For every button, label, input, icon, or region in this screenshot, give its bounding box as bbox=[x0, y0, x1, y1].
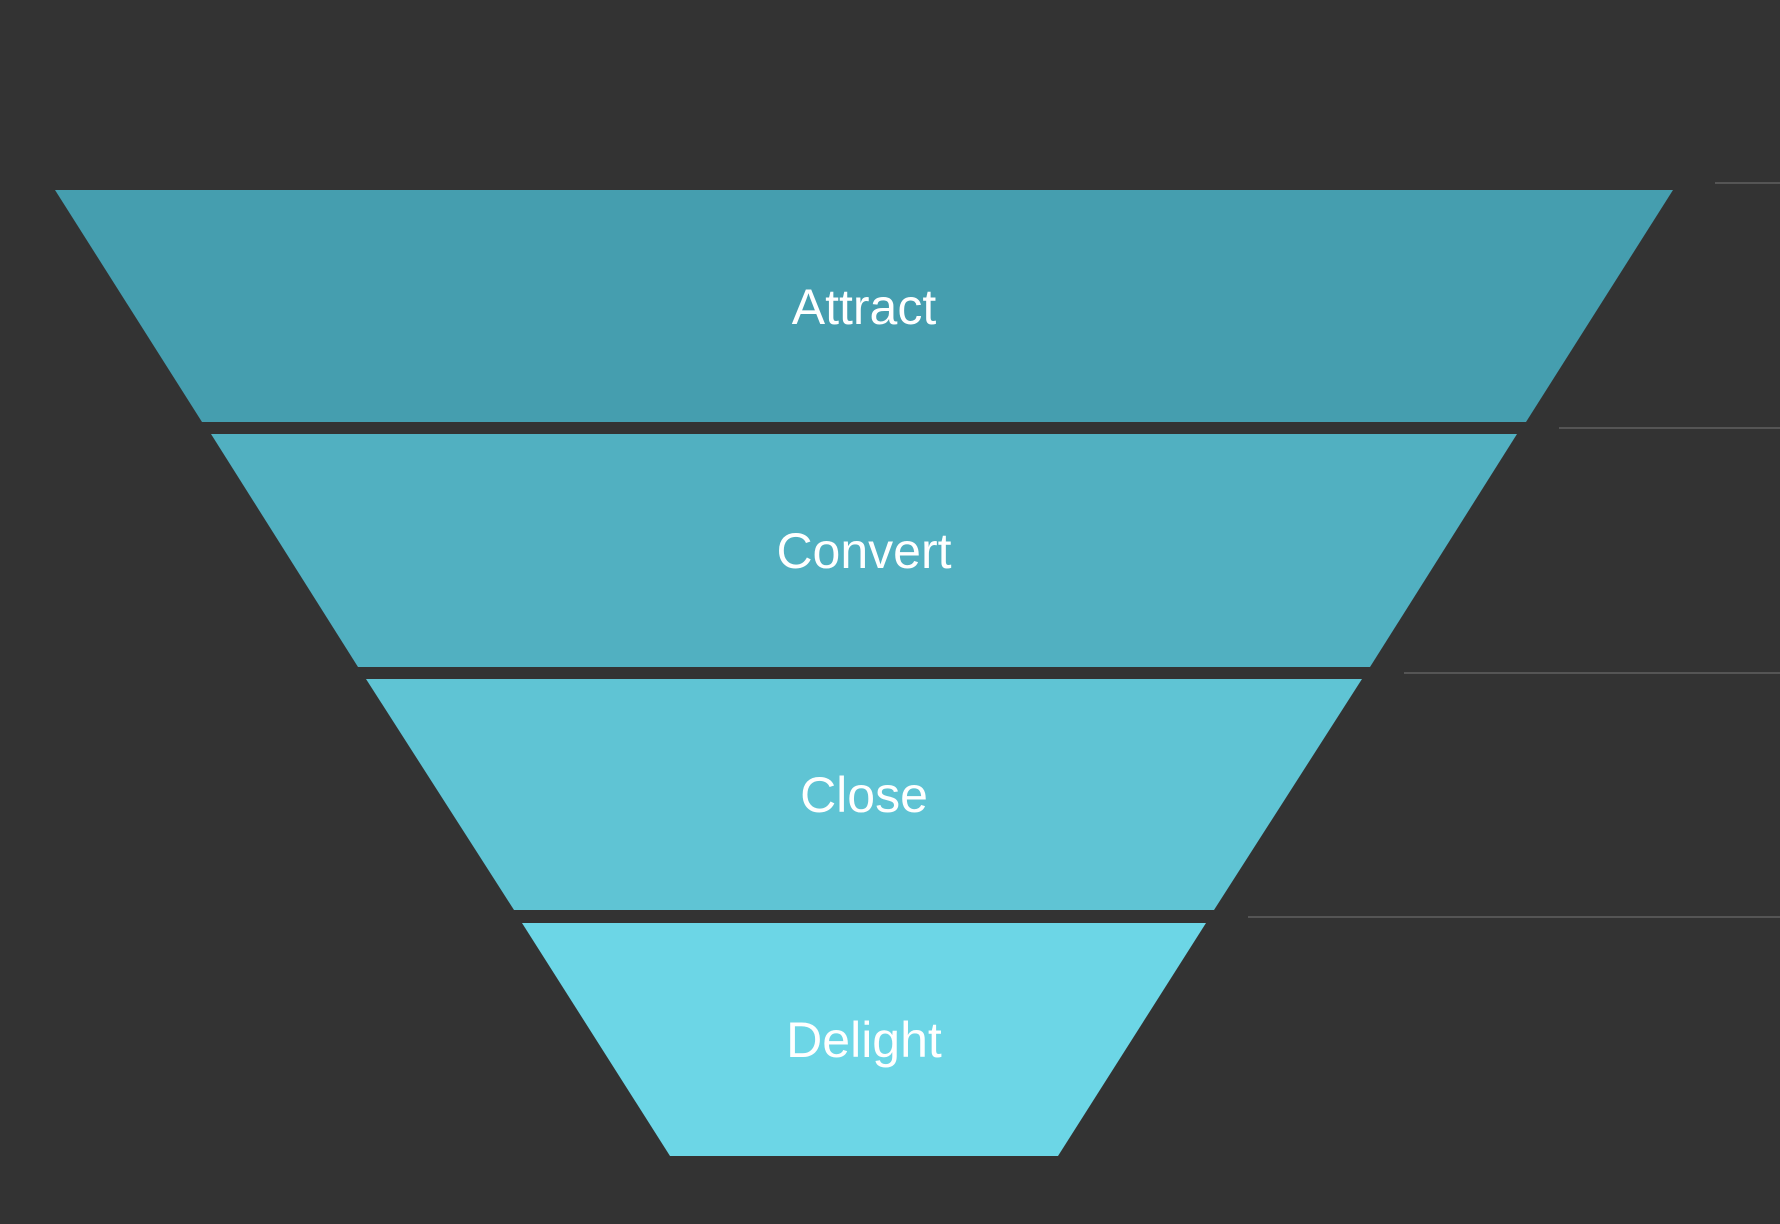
funnel-stage-close: Close bbox=[366, 679, 1362, 910]
funnel-segment bbox=[211, 434, 1517, 667]
funnel-segment bbox=[522, 923, 1206, 1156]
funnel-segment bbox=[55, 190, 1673, 422]
funnel-segment bbox=[366, 679, 1362, 910]
stage-label: Convert bbox=[776, 523, 951, 579]
funnel-stage-convert: Convert bbox=[211, 434, 1517, 667]
stage-label: Delight bbox=[786, 1012, 942, 1068]
stage-label: Close bbox=[800, 767, 928, 823]
funnel-stage-delight: Delight bbox=[522, 923, 1206, 1156]
stage-label: Attract bbox=[792, 279, 937, 335]
funnel-stage-attract: Attract bbox=[55, 190, 1673, 422]
